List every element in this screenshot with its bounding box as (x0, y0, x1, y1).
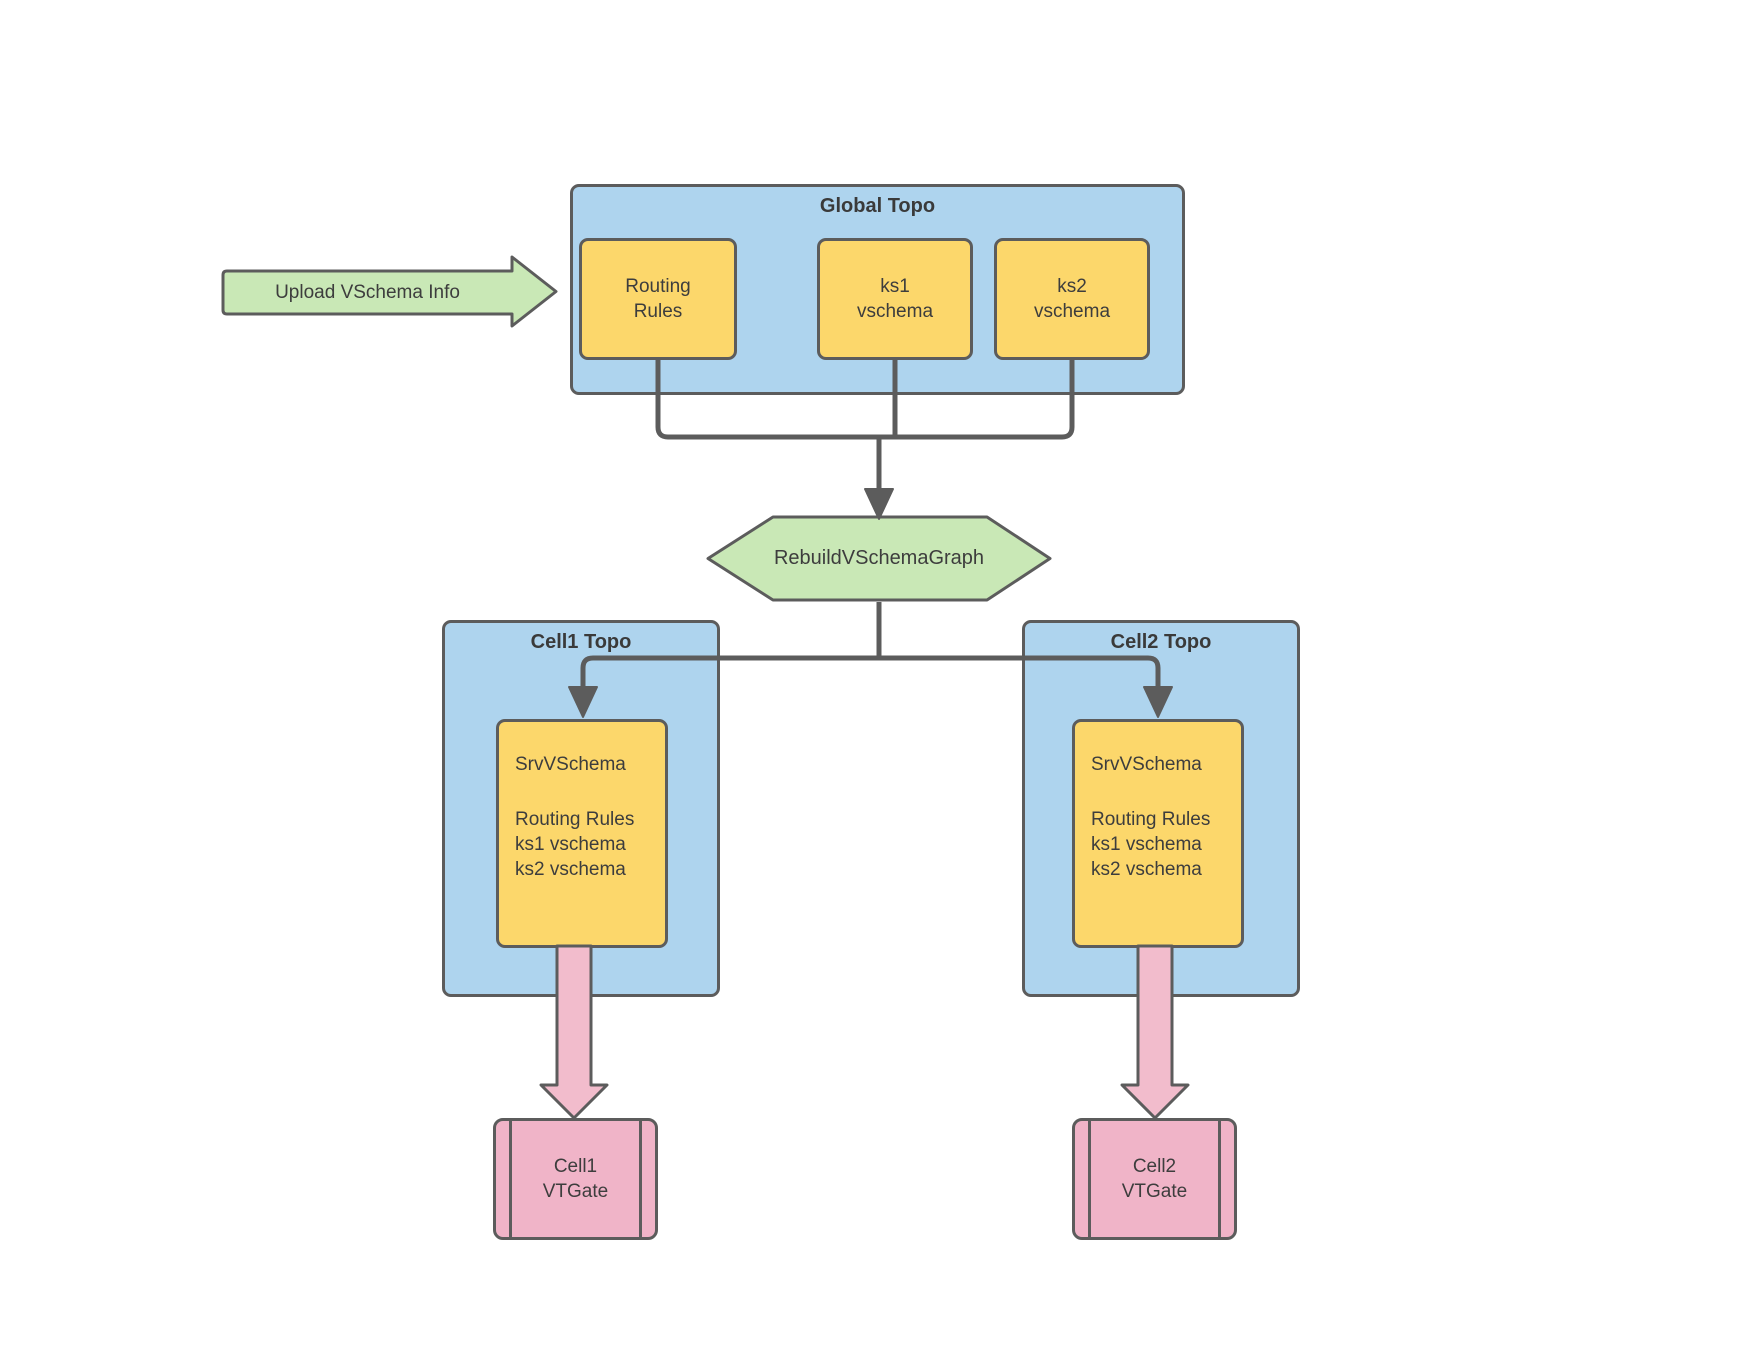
cell2-srvvschema-box: SrvVSchema Routing Rules ks1 vschema ks2… (1072, 719, 1244, 948)
cell1-vtgate-left-rail (509, 1121, 512, 1237)
cell1-vtgate-right-rail (639, 1121, 642, 1237)
rebuild-arrowhead-icon (864, 488, 894, 520)
node-ks2-line2: vschema (1033, 301, 1111, 322)
node-routing-rules-line2: Rules (633, 301, 683, 322)
upload-arrow-label: Upload VSchema Info (275, 281, 460, 303)
cell1-srv-line4: ks2 vschema (515, 859, 626, 880)
cell1-srvvschema-box: SrvVSchema Routing Rules ks1 vschema ks2… (496, 719, 668, 948)
cell1-vtgate-line1: Cell1 (553, 1156, 598, 1177)
node-ks1-vschema: ks1 vschema (817, 238, 973, 360)
cell1-vtgate-label: Cell1 VTGate (543, 1154, 608, 1204)
cell1-topo-title: Cell1 Topo (530, 631, 632, 653)
rebuild-label: RebuildVSchemaGraph (773, 547, 985, 569)
cell2-srv-line4: ks2 vschema (1091, 859, 1202, 880)
cell2-vtgate-right-rail (1218, 1121, 1221, 1237)
cell2-srv-line2: Routing Rules (1091, 809, 1211, 830)
global-topo-title: Global Topo (819, 195, 936, 217)
node-routing-rules: Routing Rules (579, 238, 737, 360)
cell2-srv-line3: ks1 vschema (1091, 834, 1202, 855)
cell2-topo-title: Cell2 Topo (1110, 631, 1212, 653)
node-ks1-line2: vschema (856, 301, 934, 322)
node-ks2-line1: ks2 (1057, 276, 1087, 297)
cell1-srv-line1: SrvVSchema (515, 754, 626, 775)
cell2-vtgate-label: Cell2 VTGate (1122, 1154, 1187, 1204)
cell2-vtgate-line1: Cell2 (1132, 1156, 1177, 1177)
cell2-vtgate-box: Cell2 VTGate (1072, 1118, 1237, 1240)
cell2-vtgate-line2: VTGate (1121, 1181, 1188, 1202)
cell1-srv-line2: Routing Rules (515, 809, 635, 830)
cell1-vtgate-line2: VTGate (542, 1181, 609, 1202)
cell2-vtgate-left-rail (1088, 1121, 1091, 1237)
cell1-vtgate-box: Cell1 VTGate (493, 1118, 658, 1240)
cell1-srv-line3: ks1 vschema (515, 834, 626, 855)
node-ks1-line1: ks1 (880, 276, 910, 297)
cell2-srv-line1: SrvVSchema (1091, 754, 1202, 775)
node-routing-rules-line1: Routing (625, 276, 691, 297)
node-ks2-vschema: ks2 vschema (994, 238, 1150, 360)
